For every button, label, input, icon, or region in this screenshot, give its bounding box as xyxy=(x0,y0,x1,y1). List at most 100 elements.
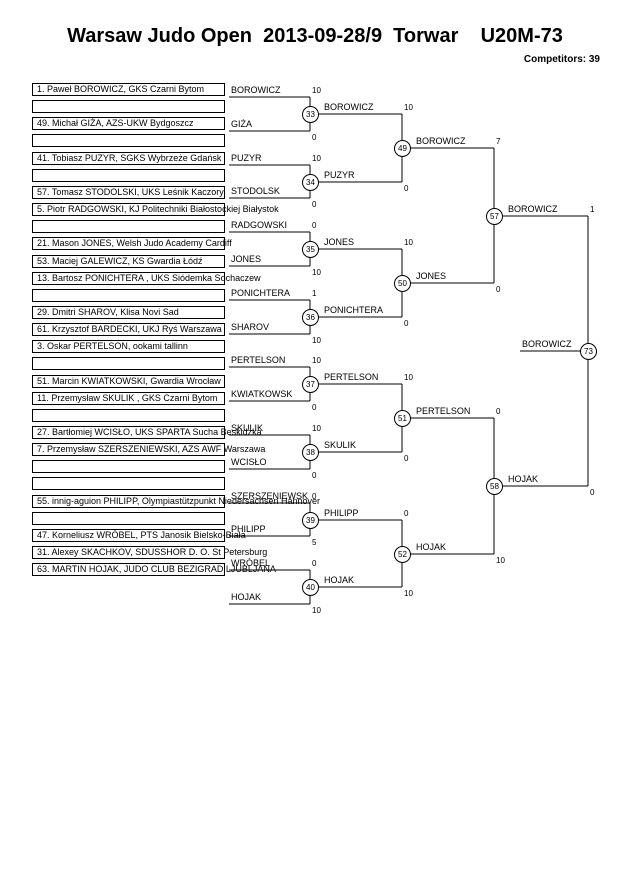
r1-score: 1 xyxy=(312,289,317,298)
competitor-slot: 5. Piotr RADGOWSKI, KJ Politechniki Biał… xyxy=(32,203,279,216)
r2-score: 0 xyxy=(404,454,409,463)
r1-score: 0 xyxy=(312,221,317,230)
r2-winner-name: PONICHTERA xyxy=(324,305,384,315)
match-node-r3: 57 xyxy=(486,208,503,225)
r1-score: 0 xyxy=(312,200,317,209)
r2-winner-name: PHILIPP xyxy=(324,508,359,518)
competitor-slot: 29. Dmitri SHAROV, Klisa Novi Sad xyxy=(32,306,225,319)
final-winner-name: BOROWICZ xyxy=(522,339,572,349)
r3-score: 0 xyxy=(496,407,501,416)
r1-winner-name: RADGOWSKI xyxy=(231,220,288,230)
r1-winner-name: SKULIK xyxy=(231,423,264,433)
r4-score: 1 xyxy=(590,205,595,214)
r2-winner-name: PUZYR xyxy=(324,170,355,180)
r2-winner-name: BOROWICZ xyxy=(324,102,374,112)
competitor-slot: 3. Oskar PERTELSON, ookami tallinn xyxy=(32,340,225,353)
r1-score: 5 xyxy=(312,538,317,547)
competitor-slot: 1. Paweł BOROWICZ, GKS Czarni Bytom xyxy=(32,83,225,96)
r2-score: 10 xyxy=(404,589,413,598)
r2-winner-name: SKULIK xyxy=(324,440,357,450)
match-node-r2: 50 xyxy=(394,275,411,292)
competitor-slot xyxy=(32,289,225,302)
r2-score: 0 xyxy=(404,319,409,328)
competitor-slot xyxy=(32,169,225,182)
competitor-slot: 57. Tomasz STODOLSKI, UKS Leśnik Kaczory xyxy=(32,186,225,199)
match-node-r1: 34 xyxy=(302,174,319,191)
competitors-count: Competitors: 39 xyxy=(523,54,600,65)
r1-winner-name: WCISŁO xyxy=(231,457,267,467)
competitor-slot xyxy=(32,100,225,113)
match-node-r2: 52 xyxy=(394,546,411,563)
r1-winner-name: PONICHTERA xyxy=(231,288,291,298)
competitor-slot: 51. Marcin KWIATKOWSKI, Gwardia Wrocław xyxy=(32,375,225,388)
match-node-r1: 40 xyxy=(302,579,319,596)
competitor-slot: 41. Tobiasz PUZYR, SGKS Wybrzeże Gdańsk xyxy=(32,152,225,165)
competitor-slot xyxy=(32,460,225,473)
r1-score: 0 xyxy=(312,471,317,480)
match-node-r2: 49 xyxy=(394,140,411,157)
r3-score: 10 xyxy=(496,556,505,565)
r1-winner-name: STODOLSK xyxy=(231,186,280,196)
r2-score: 10 xyxy=(404,373,413,382)
match-node-r1: 33 xyxy=(302,106,319,123)
r3-score: 7 xyxy=(496,137,501,146)
match-node-r2: 51 xyxy=(394,410,411,427)
page-title: Warsaw Judo Open 2013-09-28/9 Torwar U20… xyxy=(67,25,563,47)
r2-winner-name: HOJAK xyxy=(324,575,355,585)
competitor-slot: 21. Mason JONES, Welsh Judo Academy Card… xyxy=(32,237,232,250)
r1-winner-name: HOJAK xyxy=(231,592,262,602)
r2-score: 0 xyxy=(404,184,409,193)
r1-winner-name: JONES xyxy=(231,254,262,264)
competitor-slot xyxy=(32,512,225,525)
competitor-slot: 13. Bartosz PONICHTERA , UKS Siódemka So… xyxy=(32,272,261,285)
r1-score: 10 xyxy=(312,336,321,345)
r1-winner-name: PUZYR xyxy=(231,153,262,163)
r2-winner-name: PERTELSON xyxy=(324,372,379,382)
r2-score: 0 xyxy=(404,509,409,518)
r1-winner-name: SHAROV xyxy=(231,322,270,332)
match-node-r1: 36 xyxy=(302,309,319,326)
competitor-slot xyxy=(32,357,225,370)
competitor-slot: 31. Alexey SKACHKOV, SDUSSHOR D. O. St P… xyxy=(32,546,267,559)
r1-score: 0 xyxy=(312,403,317,412)
r1-score: 10 xyxy=(312,268,321,277)
competitor-slot: 47. Korneliusz WRÓBEL, PTS Janosik Biels… xyxy=(32,529,246,542)
r4-score: 0 xyxy=(590,488,595,497)
competitor-slot: 7. Przemysław SZERSZENIEWSKI, AZS AWF Wa… xyxy=(32,443,265,456)
r1-score: 0 xyxy=(312,559,317,568)
r2-score: 10 xyxy=(404,238,413,247)
competitor-slot: 63. MARTIN HOJAK, JUDO CLUB BEZIGRAD LJU… xyxy=(32,563,276,576)
competitor-slot xyxy=(32,409,225,422)
r4-winner-name: BOROWICZ xyxy=(508,204,558,214)
r1-winner-name: KWIATKOWSK xyxy=(231,389,293,399)
match-node-r1: 37 xyxy=(302,376,319,393)
r1-winner-name: PERTELSON xyxy=(231,355,286,365)
r1-score: 0 xyxy=(312,492,317,501)
match-node-r1: 39 xyxy=(302,512,319,529)
r4-winner-name: HOJAK xyxy=(508,474,539,484)
r1-score: 10 xyxy=(312,606,321,615)
r1-winner-name: PHILIPP xyxy=(231,524,266,534)
match-node-r1: 35 xyxy=(302,241,319,258)
competitor-slot: 53. Maciej GALEWICZ, KS Gwardia Łódź xyxy=(32,255,225,268)
match-node-final: 73 xyxy=(580,343,597,360)
competitor-slot xyxy=(32,477,225,490)
r3-winner-name: BOROWICZ xyxy=(416,136,466,146)
competitor-slot xyxy=(32,220,225,233)
match-node-r3: 58 xyxy=(486,478,503,495)
r3-winner-name: JONES xyxy=(416,271,447,281)
competitor-slot: 55. innig-aguion PHILIPP, Olympiastützpu… xyxy=(32,495,320,508)
r1-score: 10 xyxy=(312,154,321,163)
competitor-slot: 11. Przemysław SKULIK , GKS Czarni Bytom xyxy=(32,392,225,405)
r1-score: 10 xyxy=(312,424,321,433)
competitor-slot: 27. Bartłomiej WCISŁO, UKS SPARTA Sucha … xyxy=(32,426,262,439)
r2-winner-name: JONES xyxy=(324,237,355,247)
r1-score: 0 xyxy=(312,133,317,142)
r1-winner-name: GIŻA xyxy=(231,119,253,129)
r3-winner-name: HOJAK xyxy=(416,542,447,552)
r3-winner-name: PERTELSON xyxy=(416,406,471,416)
competitor-slot: 61. Krzysztof BARDECKI, UKJ Ryś Warszawa xyxy=(32,323,225,336)
competitor-slot: 49. Michał GIŻA, AZS-UKW Bydgoszcz xyxy=(32,117,225,130)
r1-score: 10 xyxy=(312,356,321,365)
r1-winner-name: BOROWICZ xyxy=(231,85,281,95)
